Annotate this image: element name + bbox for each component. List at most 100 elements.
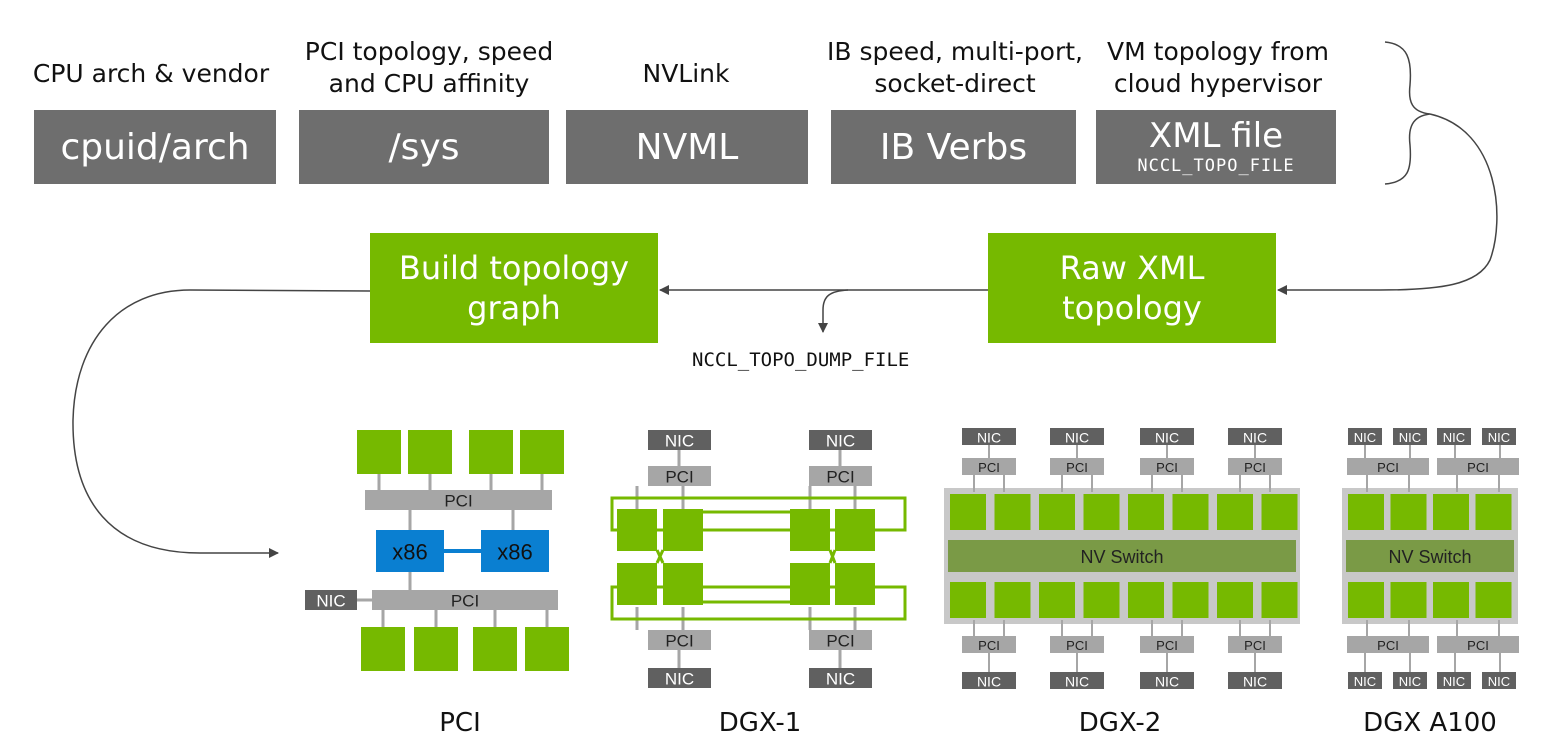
- dgxa100-nic-top-3: [1482, 428, 1516, 445]
- dgx2-nic-bottom-3: [1228, 672, 1282, 689]
- dgxa100-gpu-top-0: [1348, 494, 1384, 530]
- dgxa100-pci-bottom-1-label: PCI: [1467, 638, 1489, 653]
- dgx1-gpu-1: [663, 509, 703, 551]
- dgx1-nic-top-0-label: NIC: [665, 432, 694, 451]
- dgx1-nvlink-cross-0b: [655, 549, 665, 564]
- dgx2-pci-bottom-3: [1228, 636, 1282, 653]
- dgx1-nic-bottom-0-label: NIC: [665, 670, 694, 689]
- dgx2-nic-bottom-1-label: NIC: [1065, 674, 1089, 690]
- dgxa100-nic-top-2: [1437, 428, 1471, 445]
- dgx2-pci-bottom-2-label: PCI: [1156, 638, 1178, 653]
- dgxa100-nic-top-3-label: NIC: [1488, 430, 1510, 445]
- pci-switch-bottom-label: PCI: [451, 592, 479, 611]
- dgx2-nic-bottom-0: [962, 672, 1016, 689]
- source-box-xml: XML file NCCL_TOPO_FILE: [1096, 110, 1336, 184]
- dgxa100-nic-top-1-label: NIC: [1399, 430, 1421, 445]
- dgx2-nic-top-2: [1140, 428, 1194, 445]
- source-label-ibverbs: IB Verbs: [879, 126, 1028, 168]
- dgxa100-nic-bottom-3-label: NIC: [1488, 674, 1510, 689]
- pci-nic-label: NIC: [316, 592, 345, 611]
- pci-cpu-0: [376, 530, 444, 572]
- source-caption-ibverbs: IB speed, multi-port, socket-direct: [827, 37, 1083, 98]
- dgx2-pci-bottom-1-label: PCI: [1066, 638, 1088, 653]
- dgx2-gpu-top-3: [1083, 494, 1120, 530]
- dgx2-nic-bottom-2: [1140, 672, 1194, 689]
- dgxa100-nic-bottom-0-label: NIC: [1354, 674, 1376, 689]
- dgxa100-nic-bottom-2-label: NIC: [1443, 674, 1465, 689]
- brace-to-raw-xml-arrow: [1277, 113, 1498, 295]
- dgx2-nic-top-3: [1228, 428, 1282, 445]
- source-label-sys: /sys: [388, 126, 460, 168]
- dgxa100-pci-top-1-label: PCI: [1467, 460, 1489, 475]
- pci-gpu-bottom-0: [361, 627, 405, 671]
- dgx2-gpu-bottom-1: [994, 582, 1031, 618]
- dgx2-gpu-bottom-7: [1261, 582, 1298, 618]
- dgx2-nvswitch: [948, 540, 1296, 572]
- dgx1-pci-top-1: [809, 466, 872, 486]
- dgx2-gpu-top-2: [1039, 494, 1075, 530]
- dgxa100-pci-top-0-label: PCI: [1377, 460, 1399, 475]
- dgx2-nic-bottom-2-label: NIC: [1155, 674, 1179, 690]
- dgx2-gpu-top-7: [1261, 494, 1298, 530]
- dgx2-gpu-bottom-5: [1172, 582, 1209, 618]
- dgx2-pci-bottom-3-label: PCI: [1244, 638, 1266, 653]
- dgx2-pci-bottom-0-label: PCI: [978, 638, 1000, 653]
- dgx2-pci-top-3: [1228, 458, 1282, 475]
- dgx2-pci-bottom-1: [1050, 636, 1104, 653]
- dgxa100-gpu-top-3: [1475, 494, 1512, 530]
- pci-gpu-bottom-1: [414, 627, 458, 671]
- dgx2-gpu-top-0: [950, 494, 986, 530]
- dgx1-nvlink-cross-1b: [828, 549, 837, 564]
- dgx1-gpu-3: [663, 563, 703, 605]
- dgx2-nic-bottom-3-label: NIC: [1243, 674, 1267, 690]
- source-box-sys: /sys: [299, 110, 549, 184]
- system-name-dgxa100: DGX A100: [1363, 708, 1497, 738]
- dgx2-nvswitch-label: NV Switch: [1080, 547, 1163, 567]
- dgx1-nic-top-1-label: NIC: [826, 432, 855, 451]
- dgx2-pci-top-1-label: PCI: [1066, 460, 1088, 475]
- source-caption-cpuid: CPU arch & vendor: [32, 59, 270, 88]
- dgx1-nic-bottom-0: [648, 668, 711, 688]
- dgx1-gpu-6: [790, 563, 830, 605]
- raw-xml-topology-label: Raw XML topology: [1059, 249, 1205, 327]
- pci-gpu-top-2: [469, 430, 513, 474]
- dgxa100-nvswitch-label: NV Switch: [1388, 547, 1471, 567]
- dgxa100-gpu-top-2: [1433, 494, 1469, 530]
- pci-switch-top: [365, 490, 552, 510]
- dgxa100-nic-bottom-0: [1348, 672, 1382, 689]
- dgx1-gpu-2: [617, 563, 657, 605]
- dgx2-pci-top-0-label: PCI: [978, 460, 1000, 475]
- dgxa100-nic-top-0: [1348, 428, 1382, 445]
- pci-gpu-top-1: [408, 430, 452, 474]
- dgx2-nic-top-1: [1050, 428, 1104, 445]
- pci-cpu-1: [481, 530, 549, 572]
- build-topology-graph-box: Build topology graph: [370, 233, 658, 343]
- dgxa100-gpu-bottom-2: [1433, 582, 1469, 618]
- dgx2-pci-top-1: [1050, 458, 1104, 475]
- graph-to-systems-arrow: [72, 289, 371, 558]
- dgxa100-nic-bottom-1-label: NIC: [1399, 674, 1421, 689]
- dgx1-gpu-0: [617, 509, 657, 551]
- dgxa100-pci-top-1: [1437, 458, 1519, 475]
- dgx2-pci-bottom-0: [962, 636, 1016, 653]
- pci-switch-top-label: PCI: [444, 492, 472, 511]
- dgxa100-nic-top-2-label: NIC: [1443, 430, 1465, 445]
- dgx1-pci-top-0-label: PCI: [665, 468, 693, 487]
- raw-xml-topology-box: Raw XML topology: [988, 233, 1276, 343]
- sources-brace: [1384, 41, 1431, 185]
- dgx1-gpu-5: [835, 509, 875, 551]
- dgx1-nic-bottom-1-label: NIC: [826, 670, 855, 689]
- dgxa100-nic-bottom-1: [1393, 672, 1427, 689]
- dgxa100-pci-bottom-0: [1347, 636, 1429, 653]
- source-label-nvml: NVML: [635, 126, 739, 168]
- dgx2-pci-bottom-2: [1140, 636, 1194, 653]
- dgx2-pci-top-0: [962, 458, 1016, 475]
- system-name-dgx1: DGX-1: [718, 708, 802, 738]
- dump-file-arrow: [818, 289, 849, 333]
- dgx2-gpu-top-4: [1128, 494, 1164, 530]
- dgx1-nvlink-ring-top: [610, 496, 907, 532]
- dgx2-gpu-bottom-4: [1128, 582, 1164, 618]
- pci-cpu-0-label: x86: [392, 540, 427, 565]
